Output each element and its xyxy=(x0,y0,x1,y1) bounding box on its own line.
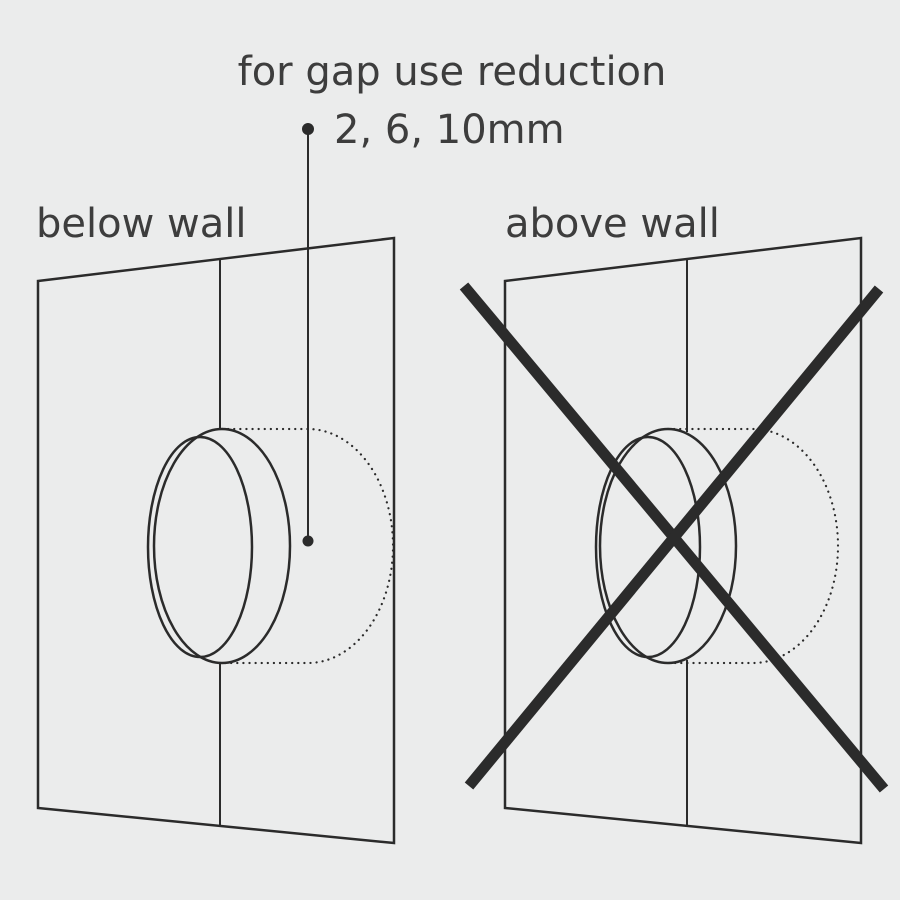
wall-panel xyxy=(36,236,396,845)
above-wall-figure: above wall xyxy=(459,201,889,845)
prohibited-cross-icon xyxy=(459,282,889,793)
gap-reduction-note-line1: for gap use reduction xyxy=(238,49,667,95)
socket-front-ellipse xyxy=(146,435,254,659)
protruding-position-dotted-outline xyxy=(666,427,840,665)
socket-rim-ellipse xyxy=(598,427,738,665)
below-wall-figure: below wall xyxy=(36,201,396,845)
recessed-position-dotted-outline xyxy=(220,427,395,665)
socket-front-ellipse xyxy=(594,435,702,659)
socket-rim-ellipse xyxy=(152,427,292,665)
above-wall-label: above wall xyxy=(505,201,720,247)
below-wall-label: below wall xyxy=(36,201,246,247)
wall-panel xyxy=(503,236,863,845)
leader-end-dot xyxy=(302,535,314,547)
gap-reduction-note-line2: 2, 6, 10mm xyxy=(334,107,565,153)
